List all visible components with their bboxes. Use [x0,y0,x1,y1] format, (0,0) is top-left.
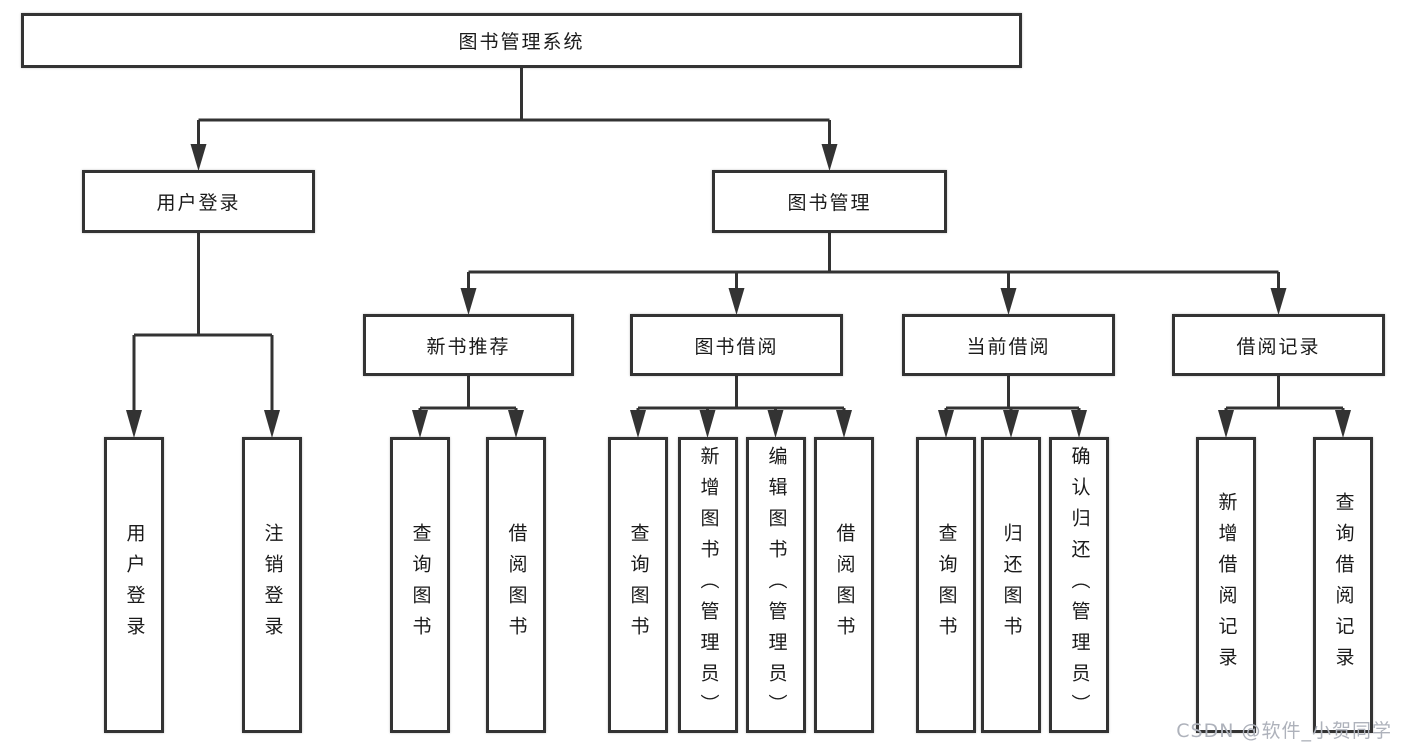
leaf-query-books-recommend: 查询图书 [390,437,450,733]
csdn-watermark: CSDN @软件_小贺同学 [1176,720,1392,742]
leaf-query-books-borrow-label: 查询图书 [627,523,650,647]
leaf-add-borrow-record: 新增借阅记录 [1196,437,1256,733]
node-book-borrow-label: 图书借阅 [694,335,779,358]
leaf-add-borrow-record-label: 新增借阅记录 [1215,492,1238,678]
node-book-borrow: 图书借阅 [630,314,843,376]
leaf-query-borrow-record: 查询借阅记录 [1313,437,1373,733]
leaf-query-books-borrow: 查询图书 [608,437,668,733]
node-user-login-label: 用户登录 [156,192,241,214]
node-borrow-records: 借阅记录 [1172,314,1385,376]
leaf-borrow-books-recommend-label: 借阅图书 [505,523,528,647]
node-current-borrow: 当前借阅 [902,314,1115,376]
leaf-borrow-books-recommend: 借阅图书 [486,437,546,733]
leaf-return-book-label: 归还图书 [1000,523,1023,647]
leaf-edit-book-admin: 编辑图书（管理员） [746,437,806,733]
node-new-book-recommend: 新书推荐 [363,314,574,376]
node-borrow-records-label: 借阅记录 [1236,335,1321,358]
leaf-logout-label: 注销登录 [261,523,284,647]
node-root: 图书管理系统 [21,13,1022,68]
leaf-logout: 注销登录 [242,437,302,733]
leaf-add-book-admin-label: 新增图书（管理员） [697,445,720,725]
node-new-book-recommend-label: 新书推荐 [426,335,511,358]
node-user-login: 用户登录 [82,170,315,233]
leaf-return-book: 归还图书 [981,437,1041,733]
leaf-borrow-books-label: 借阅图书 [833,523,856,647]
node-root-label: 图书管理系统 [458,31,585,53]
leaf-confirm-return-admin-label: 确认归还（管理员） [1068,445,1091,725]
leaf-query-books-recommend-label: 查询图书 [409,523,432,647]
leaf-borrow-books: 借阅图书 [814,437,874,733]
leaf-confirm-return-admin: 确认归还（管理员） [1049,437,1109,733]
leaf-user-login: 用户登录 [104,437,164,733]
node-book-management: 图书管理 [712,170,947,233]
leaf-add-book-admin: 新增图书（管理员） [678,437,738,733]
leaf-query-borrow-record-label: 查询借阅记录 [1332,492,1355,678]
arrowheads [126,144,1351,438]
leaf-query-books-current-label: 查询图书 [935,523,958,647]
leaf-edit-book-admin-label: 编辑图书（管理员） [765,445,788,725]
node-book-management-label: 图书管理 [787,192,872,214]
leaf-user-login-label: 用户登录 [123,523,146,647]
leaf-query-books-current: 查询图书 [916,437,976,733]
node-current-borrow-label: 当前借阅 [966,335,1051,358]
